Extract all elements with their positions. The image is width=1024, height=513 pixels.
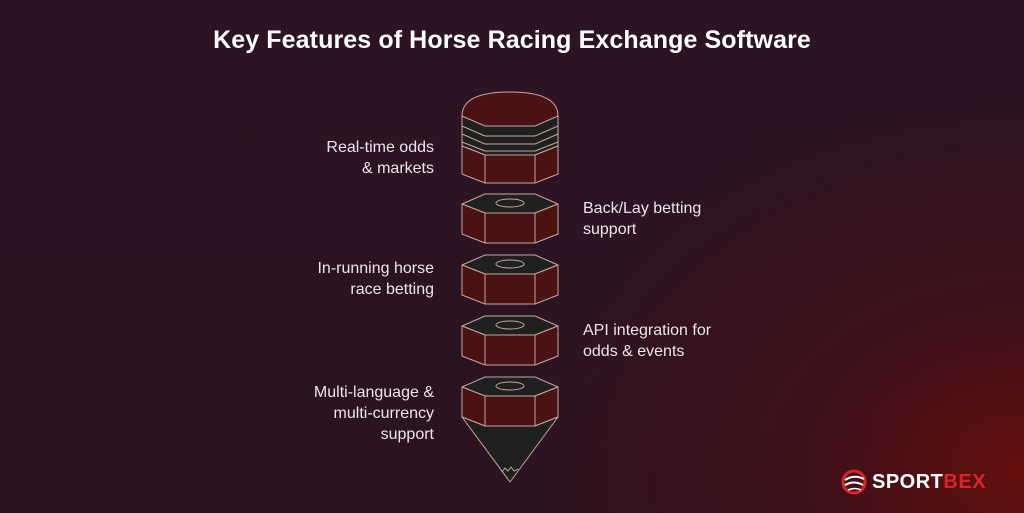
nut-segment-2 xyxy=(461,254,559,305)
nut-segment-3 xyxy=(461,315,559,366)
feature-label-in-running-betting: In-running horse race betting xyxy=(317,260,434,298)
globe-swoosh-icon xyxy=(841,469,867,495)
nut-segment-1 xyxy=(461,193,559,244)
sportbex-logo: SPORTBEX xyxy=(840,468,986,496)
feature-label-back-lay-betting: Back/Lay betting support xyxy=(583,200,702,238)
logo-text-sport: SPORT xyxy=(872,470,944,493)
feature-label-real-time-odds: Real-time odds & markets xyxy=(326,139,434,177)
feature-label-multi-language: Multi-language & multi-currency support xyxy=(313,384,434,443)
page-title: Key Features of Horse Racing Exchange So… xyxy=(213,26,811,54)
pencil-tip-segment xyxy=(461,376,559,483)
logo-text-bex: BEX xyxy=(943,470,987,493)
feature-label-api-integration: API integration for odds & events xyxy=(583,322,712,360)
pencil-cap-segment xyxy=(461,91,559,184)
